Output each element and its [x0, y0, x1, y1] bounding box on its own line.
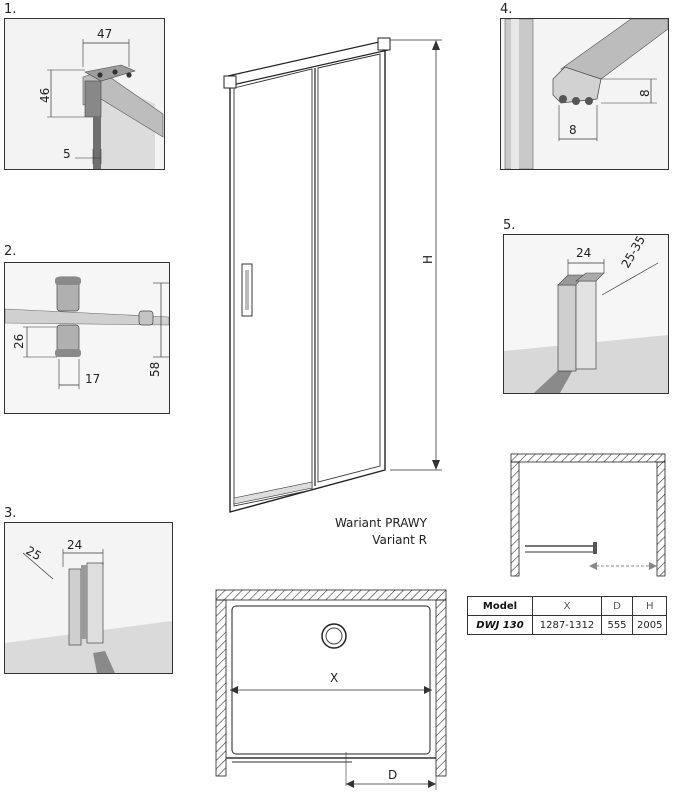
table-cell: 1287-1312 [532, 615, 602, 635]
detail-panel-5: 24 25-35 [503, 234, 669, 394]
panel-4-number: 4. [500, 2, 513, 17]
floor-plan-drawing: X D [215, 589, 447, 790]
detail-panel-1: 47 46 5 [4, 18, 165, 170]
table-cell: DWJ 130 [467, 615, 533, 635]
door-elevation-drawing: H [223, 37, 442, 513]
dim-label: 8 [638, 89, 652, 97]
panel-5-number: 5. [503, 218, 516, 233]
dim-label: 58 [148, 362, 162, 377]
width-label: X [330, 671, 338, 685]
table-row: DWJ 130 1287-1312 555 2005 [467, 615, 668, 635]
variant-label-pl: Wariant PRAWY [334, 516, 427, 530]
wall-profile-detail: 24 25 [5, 523, 172, 673]
panel-2-number: 2. [4, 244, 17, 259]
dim-label: 5 [63, 147, 71, 161]
table-header: Model [467, 596, 533, 616]
dim-label: 25 [24, 543, 44, 563]
handle-detail: 26 17 58 [5, 263, 169, 413]
height-label: H [421, 255, 435, 264]
variant-label-en: Variant R [372, 533, 427, 547]
dim-label: 26 [12, 334, 26, 349]
table-cell: 2005 [631, 615, 668, 635]
specification-table: Model X D H DWJ 130 1287-1312 555 2005 [467, 596, 668, 635]
table-header-row: Model X D H [467, 596, 668, 616]
seal-detail: 8 8 [501, 19, 668, 169]
top-profile-detail: 47 46 5 [5, 19, 164, 169]
detail-panel-2: 26 17 58 [4, 262, 170, 414]
dim-label: 46 [38, 88, 52, 103]
dim-label: 8 [569, 123, 577, 137]
detail-panel-4: 8 8 [500, 18, 669, 170]
adjustment-profile-detail: 24 25-35 [504, 235, 668, 393]
dim-label: 47 [97, 27, 112, 41]
panel-1-number: 1. [4, 2, 17, 17]
panel-3-number: 3. [4, 506, 17, 521]
table-header: D [601, 596, 633, 616]
dim-label: 24 [67, 538, 82, 552]
dim-label: 24 [576, 246, 591, 260]
opening-plan-diagram [510, 453, 666, 577]
table-header: H [631, 596, 668, 616]
dim-label: 17 [85, 372, 100, 386]
table-header: X [532, 596, 602, 616]
depth-label: D [388, 768, 397, 782]
table-cell: 555 [601, 615, 633, 635]
detail-panel-3: 24 25 [4, 522, 173, 674]
